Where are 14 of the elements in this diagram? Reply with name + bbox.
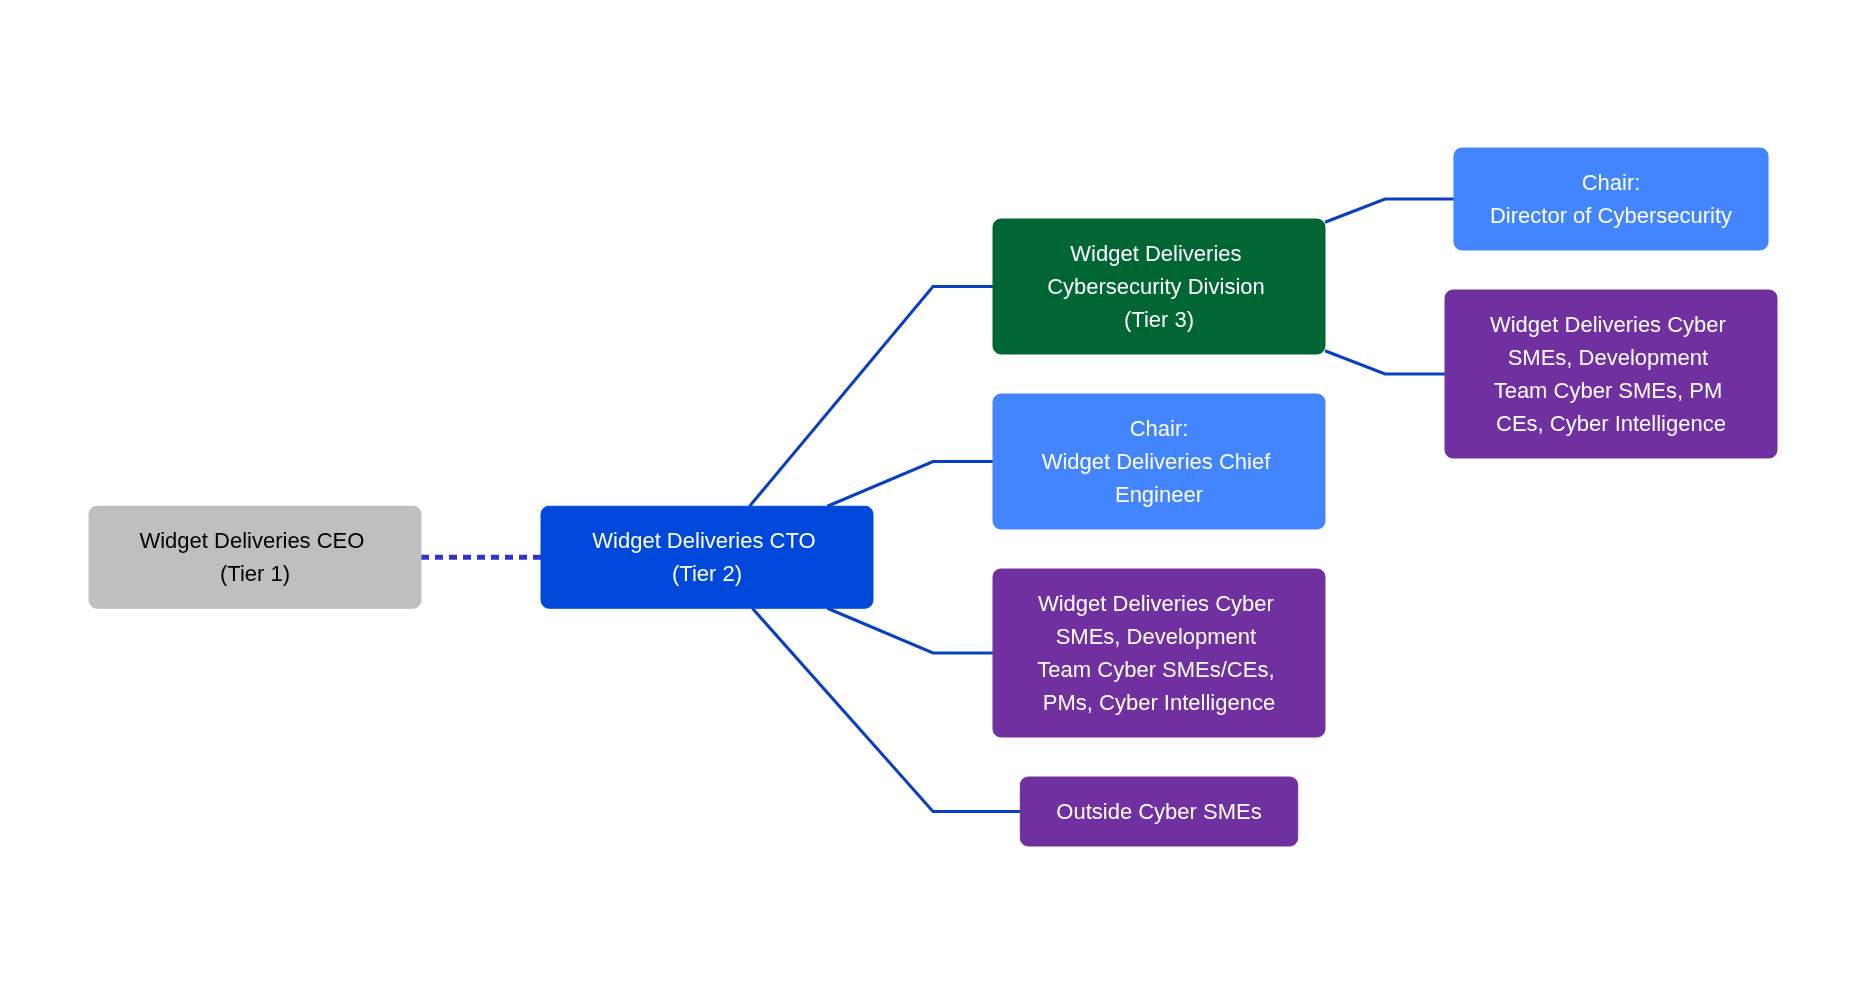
node-box: Widget Deliveries Cyber SMEs, Development Team Cyber SMEs/CEs, PMs, Cyber Intelligence <box>992 568 1325 738</box>
connector <box>1323 197 1454 224</box>
node-box: Chair: Widget Deliveries Chief Engineer <box>992 393 1325 530</box>
node-box: Widget Deliveries Cyber SMEs, Development Team Cyber SMEs, PM CEs, Cyber Intelligence <box>1444 289 1777 459</box>
connector <box>420 554 541 560</box>
node-box: Widget Deliveries CTO (Tier 2) <box>540 505 873 609</box>
node-box: Widget Deliveries Cybersecurity Division (Tier 3) <box>992 218 1325 355</box>
node-box: Chair: Director of Cybersecurity <box>1452 147 1769 251</box>
connector <box>826 460 993 508</box>
connector <box>750 607 1020 813</box>
node-box: Widget Deliveries CEO (Tier 1) <box>88 505 421 609</box>
node-box: Outside Cyber SMEs <box>1019 776 1298 847</box>
connector <box>1323 349 1445 376</box>
connector <box>747 285 993 508</box>
